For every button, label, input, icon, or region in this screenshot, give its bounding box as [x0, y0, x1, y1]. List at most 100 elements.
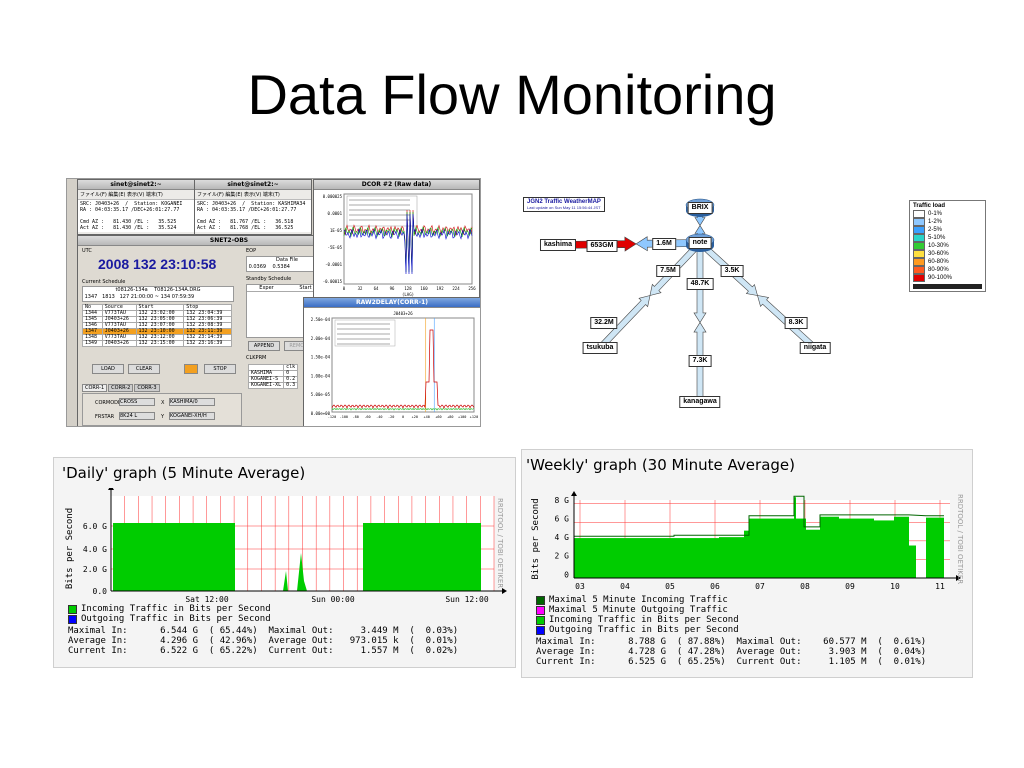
- legend-swatch: [68, 614, 77, 624]
- incoming-spike: [283, 571, 288, 591]
- node-brix[interactable]: BRIX: [687, 202, 713, 214]
- legend-label: Maximal 5 Minute Outgoing Traffic: [549, 605, 728, 615]
- terminal-line: RA : 04:03:35.17 /DEC+26:01:27.77: [80, 207, 180, 213]
- snet2-obs-title: SNET2-OBS: [78, 236, 380, 246]
- dcor-x-tick: 160: [420, 286, 428, 291]
- observation-software-screenshot: sinet@sinet2:~ ファイル(F) 編集(E) 表示(V) 端末(T)…: [66, 178, 481, 427]
- dcor-y-tick: -0.00015: [323, 279, 343, 284]
- schedule-cell: 132 23:15:00: [135, 340, 185, 347]
- schedule-id: t08126-134a: [115, 287, 148, 293]
- node-note[interactable]: note: [688, 237, 712, 249]
- node-niigata[interactable]: niigata: [799, 342, 831, 354]
- weekly-x-tick: 08: [800, 582, 810, 591]
- stop-button[interactable]: STOP: [204, 364, 236, 374]
- append-button[interactable]: APPEND: [248, 341, 280, 351]
- daily-y-tick: 0.0: [93, 587, 108, 596]
- tab-corr-2[interactable]: CORR-2: [108, 384, 134, 392]
- dcor-y-tick: -0.0001: [325, 262, 342, 267]
- weathermap-header-box: JGN2 Traffic WeatherMAP Last update on S…: [523, 197, 605, 212]
- dcor-info-box: [346, 195, 418, 227]
- legend-swatch: [68, 604, 77, 614]
- weekly-x-tick: 05: [665, 582, 675, 591]
- dcor-x-tick: 96: [390, 286, 395, 291]
- eop-x: 0.0369: [248, 264, 267, 270]
- raw2-x-tick: +20: [412, 415, 418, 419]
- node-kanagawa[interactable]: kanagawa: [679, 396, 721, 408]
- current-schedule-label: Current Schedule: [82, 279, 126, 285]
- legend-row: 90-100%: [913, 274, 982, 282]
- terminal-1-title: sinet@sinet2:~: [78, 180, 194, 190]
- stats-line: Maximal In: 8.788 G ( 87.88%) Maximal Ou…: [536, 637, 927, 647]
- tab-corr-3[interactable]: CORR-3: [134, 384, 160, 392]
- clock-cell: KOGANEI-XL: [247, 382, 285, 389]
- eop-label: EOP: [246, 248, 257, 254]
- load-button[interactable]: LOAD: [92, 364, 124, 374]
- link-label-note_in: 1.6M: [652, 238, 676, 250]
- legend-item: Maximal 5 Minute Outgoing Traffic: [536, 605, 739, 615]
- incoming-segment: [926, 517, 944, 578]
- x-station-select[interactable]: KASHIMA/0: [169, 398, 215, 406]
- link-label-tsukuba_a: 7.5M: [656, 265, 680, 277]
- legend-row: 0-1%: [913, 210, 982, 218]
- legend-item: Incoming Traffic in Bits per Second: [68, 604, 271, 614]
- legend-swatch: [913, 210, 925, 218]
- terminal-2-title: sinet@sinet2:~: [195, 180, 311, 190]
- terminal-2-menu[interactable]: ファイル(F) 編集(E) 表示(V) 端末(T): [195, 190, 311, 200]
- daily-y-tick: 6.0 G: [83, 522, 107, 531]
- incoming-segment: [574, 538, 674, 578]
- incoming-segment: [674, 538, 719, 578]
- dcor-x-tick: 256: [468, 286, 476, 291]
- weekly-x-tick: 07: [755, 582, 765, 591]
- legend-label: 0-1%: [928, 211, 943, 217]
- standby-label: Standby Schedule: [246, 276, 292, 282]
- legend-swatch: [913, 266, 925, 274]
- dcor-title: DCOR #2 (Raw data): [314, 180, 479, 190]
- current-schedule-box: t08126-134a T08126-134A.DRG 1347 1813 12…: [82, 286, 234, 302]
- stats-line: Average In: 4.296 G ( 42.96%) Average Ou…: [68, 636, 459, 646]
- tab-corr-1[interactable]: CORR-1: [82, 384, 108, 392]
- raw2-x-tick: +80: [447, 415, 453, 419]
- incoming-segment: [806, 529, 820, 578]
- legend-swatch: [913, 242, 925, 250]
- legend-item: Outgoing Traffic in Bits per Second: [536, 625, 739, 635]
- node-tsukuba[interactable]: tsukuba: [582, 342, 618, 354]
- schedule-range: 127 21:00:00 ~ 134 07:59:39: [119, 294, 195, 300]
- raw2-y-tick: 2.00e-04: [311, 336, 331, 341]
- node-kashima[interactable]: kashima: [539, 239, 577, 251]
- schedule-cell: J0403+26: [101, 340, 137, 347]
- terminal-line: Act AZ : 81.768 /EL : 36.525: [197, 225, 294, 231]
- daily-y-label: Bits per Second: [65, 508, 75, 589]
- schedule-file: T08126-134A.DRG: [154, 287, 201, 293]
- weekly-x-tick: 06: [710, 582, 720, 591]
- incoming-segment: [794, 497, 796, 578]
- legend-swatch: [913, 250, 925, 258]
- frstar-select[interactable]: 8K24 L: [119, 412, 155, 420]
- y-station-select[interactable]: KOGANEI-XH/H: [169, 412, 215, 420]
- schedule-count: 1813: [102, 294, 115, 300]
- weekly-x-tick: 04: [620, 582, 630, 591]
- legend-label: 1-2%: [928, 219, 943, 225]
- legend-label: 30-60%: [928, 251, 949, 257]
- incoming-spike: [297, 553, 307, 591]
- cormode-select[interactable]: CROSS: [119, 398, 155, 406]
- raw2-x-tick: -40: [376, 415, 382, 419]
- link-label-tsukuba_b: 32.2M: [590, 317, 618, 329]
- daily-y-tick: 4.0 G: [83, 545, 107, 554]
- dcor-x-tick: 32: [358, 286, 363, 291]
- terminal-1-menu[interactable]: ファイル(F) 編集(E) 表示(V) 端末(T): [78, 190, 194, 200]
- dcor-x-tick: 192: [436, 286, 444, 291]
- clear-button[interactable]: CLEAR: [128, 364, 160, 374]
- legend-label: 60-80%: [928, 259, 949, 265]
- x-label: X: [161, 400, 165, 406]
- legend-swatch: [536, 605, 545, 615]
- eop-y: 0.5384: [272, 264, 290, 270]
- col-start: Start: [299, 285, 312, 291]
- terminal-window-1: sinet@sinet2:~ ファイル(F) 編集(E) 表示(V) 端末(T)…: [77, 179, 195, 235]
